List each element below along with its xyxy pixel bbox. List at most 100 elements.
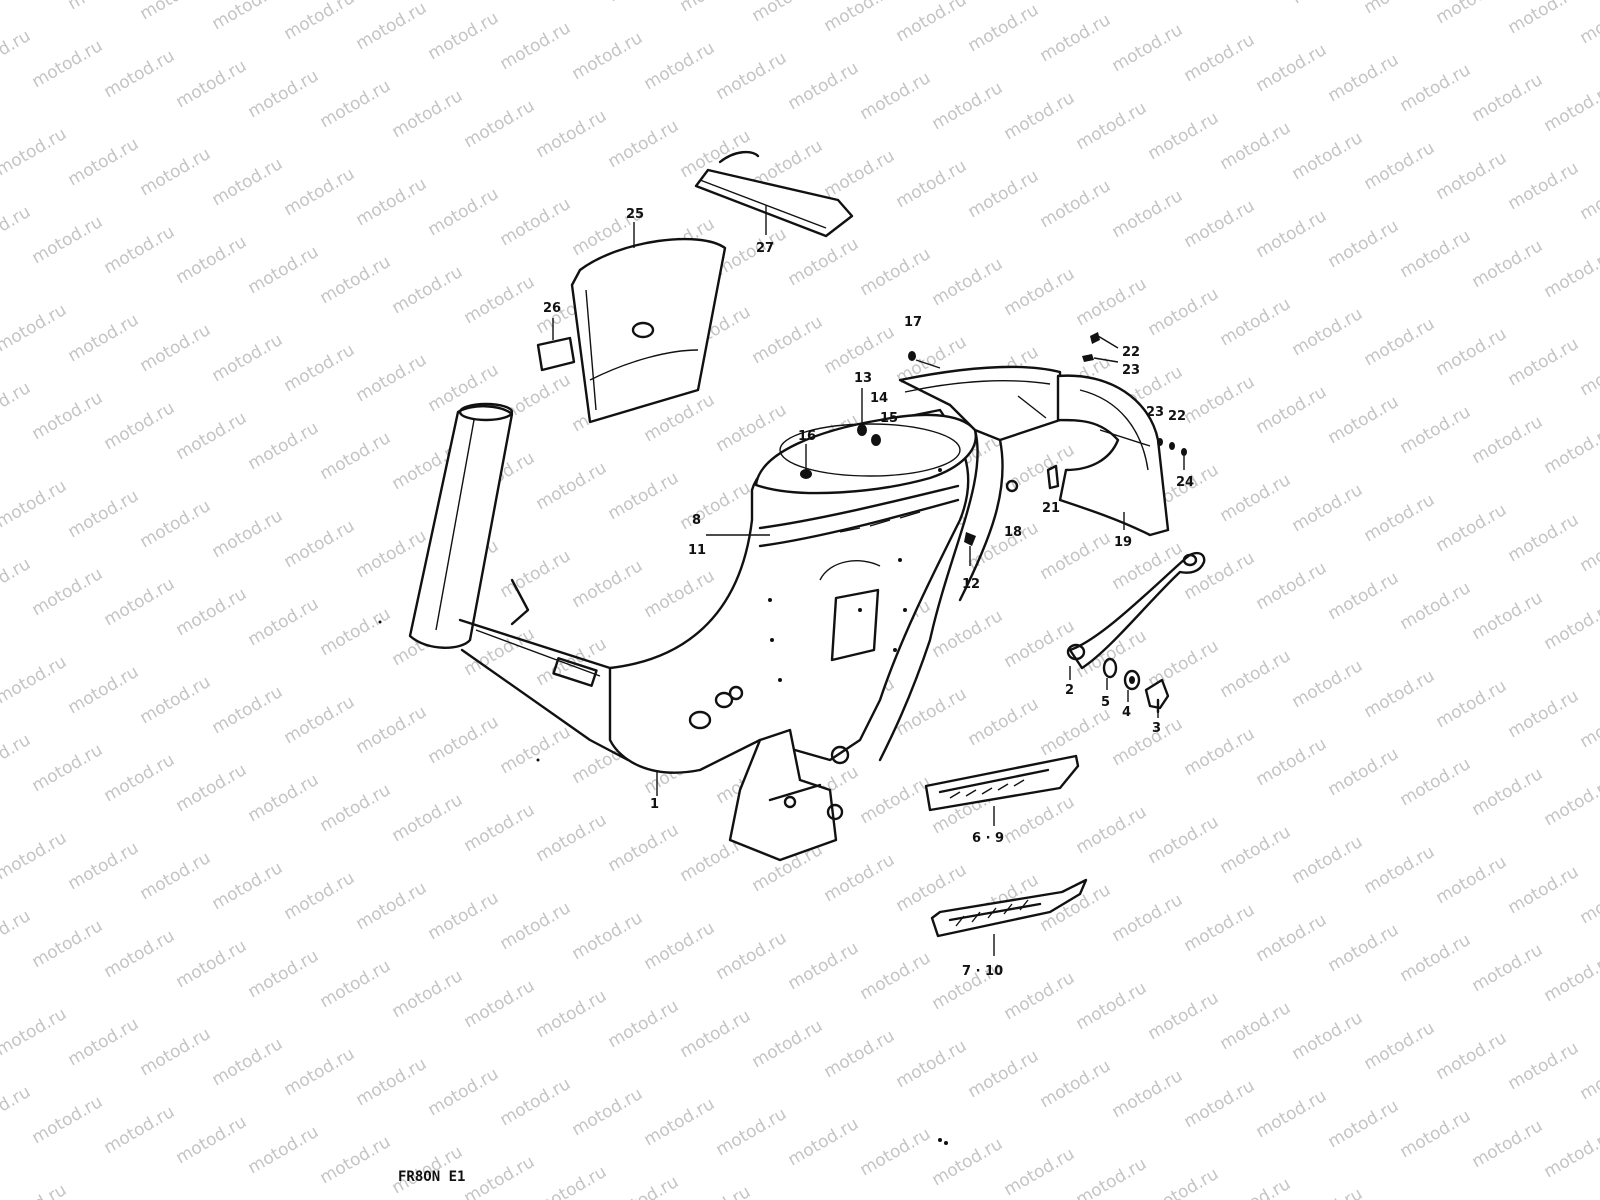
watermark-text: motod.ru [0,1004,70,1060]
watermark-text: motod.ru [1181,372,1259,428]
watermark-text: motod.ru [353,702,431,758]
watermark-text: motod.ru [0,476,70,532]
watermark-text: motod.ru [569,1084,647,1140]
watermark-text: motod.ru [1001,792,1079,848]
watermark-text: motod.ru [497,722,575,778]
watermark-text: motod.ru [353,174,431,230]
watermark-text: motod.ru [785,234,863,290]
part-15-fastener [871,434,881,446]
watermark-text: motod.ru [1325,568,1403,624]
watermark-text: motod.ru [65,1014,143,1070]
stray-mark [938,1138,942,1142]
watermark-text: motod.ru [1469,70,1547,126]
watermark-text: motod.ru [533,986,611,1042]
stray-mark [536,758,540,762]
watermark-text: motod.ru [1181,30,1259,86]
watermark-text: motod.ru [1253,734,1331,790]
watermark-text: motod.ru [1505,1038,1583,1094]
callout-5: 5 [1101,695,1110,710]
watermark-text: motod.ru [65,0,143,14]
watermark-text: motod.ru [713,928,791,984]
watermark-text: motod.ru [1397,226,1475,282]
watermark-text: motod.ru [137,320,215,376]
watermark-text: motod.ru [137,672,215,728]
watermark-text: motod.ru [533,106,611,162]
watermark-text: motod.ru [209,0,287,34]
callout-14: 14 [870,391,888,406]
watermark-text: motod.ru [0,300,70,356]
watermark-text: motod.ru [1505,510,1583,566]
callout-3: 3 [1152,721,1161,736]
watermark-text: motod.ru [929,1134,1007,1190]
watermark-text: motod.ru [1001,88,1079,144]
watermark-text: motod.ru [1073,802,1151,858]
watermark-text: motod.ru [1289,304,1367,360]
watermark-text: motod.ru [353,350,431,406]
watermark-text: motod.ru [1217,1174,1295,1200]
watermark-text: motod.ru [245,1122,323,1178]
watermark-text: motod.ru [929,254,1007,310]
part-4-lock-washer [1123,669,1141,702]
watermark-text: motod.ru [29,388,107,444]
watermark-text: motod.ru [29,564,107,620]
watermark-text: motod.ru [317,1132,395,1188]
watermark-text: motod.ru [1325,744,1403,800]
watermark-text: motod.ru [497,194,575,250]
watermark-text: motod.ru [1541,246,1600,302]
watermark-text: motod.ru [1541,774,1600,830]
watermark-text: motod.ru [1037,528,1115,584]
watermark-text: motod.ru [965,166,1043,222]
watermark-text: motod.ru [893,1036,971,1092]
watermark-text: motod.ru [605,820,683,876]
watermark-text: motod.ru [893,156,971,212]
part-22-23-24-fasteners [1082,332,1187,470]
watermark-text: motod.ru [641,918,719,974]
watermark-text: motod.ru [497,1074,575,1130]
watermark-text: motod.ru [1361,138,1439,194]
watermark-text: motod.ru [1217,118,1295,174]
watermark-text: motod.ru [173,232,251,288]
watermark-text: motod.ru [821,850,899,906]
watermark-text: motod.ru [1505,158,1583,214]
watermark-text: motod.ru [641,1094,719,1150]
watermark-text: motod.ru [425,888,503,944]
watermark-text: motod.ru [677,1006,755,1062]
watermark-text: motod.ru [1253,558,1331,614]
watermark-text: motod.ru [0,1180,70,1200]
watermark-text: motod.ru [1001,616,1079,672]
watermark-text: motod.ru [1433,852,1511,908]
part-17-grommet [908,351,941,369]
watermark-text: motod.ru [29,916,107,972]
watermark-text: motod.ru [1325,1096,1403,1152]
watermark-text: motod.ru [1181,1076,1259,1132]
watermark-text: motod.ru [1073,1154,1151,1200]
watermark-text: motod.ru [569,908,647,964]
watermark-text: motod.ru [101,574,179,630]
watermark-text: motod.ru [857,1124,935,1180]
watermark-text: motod.ru [497,898,575,954]
callout-17: 17 [904,315,922,330]
watermark-text: motod.ru [1253,910,1331,966]
watermark-text: motod.ru [1289,656,1367,712]
watermark-text: motod.ru [1505,862,1583,918]
watermark-text: motod.ru [749,1016,827,1072]
watermark-text: motod.ru [281,692,359,748]
watermark-text: motod.ru [1505,334,1583,390]
watermark-text: motod.ru [1289,832,1367,888]
part-26-clip [536,318,576,372]
watermark-text: motod.ru [29,740,107,796]
watermark-text: motod.ru [965,0,1043,56]
watermark-text: motod.ru [137,496,215,552]
watermark-text: motod.ru [281,340,359,396]
watermark-text: motod.ru [1253,206,1331,262]
watermark-text: motod.ru [1145,988,1223,1044]
part-12-screw [964,532,976,566]
watermark-text: motod.ru [0,828,70,884]
part-19-rear-fender [1056,374,1170,537]
watermark-text: motod.ru [1181,196,1259,252]
watermark-text: motod.ru [209,682,287,738]
callout-26: 26 [543,301,561,316]
watermark-text: motod.ru [317,604,395,660]
watermark-text: motod.ru [317,252,395,308]
watermark-text: motod.ru [1361,842,1439,898]
